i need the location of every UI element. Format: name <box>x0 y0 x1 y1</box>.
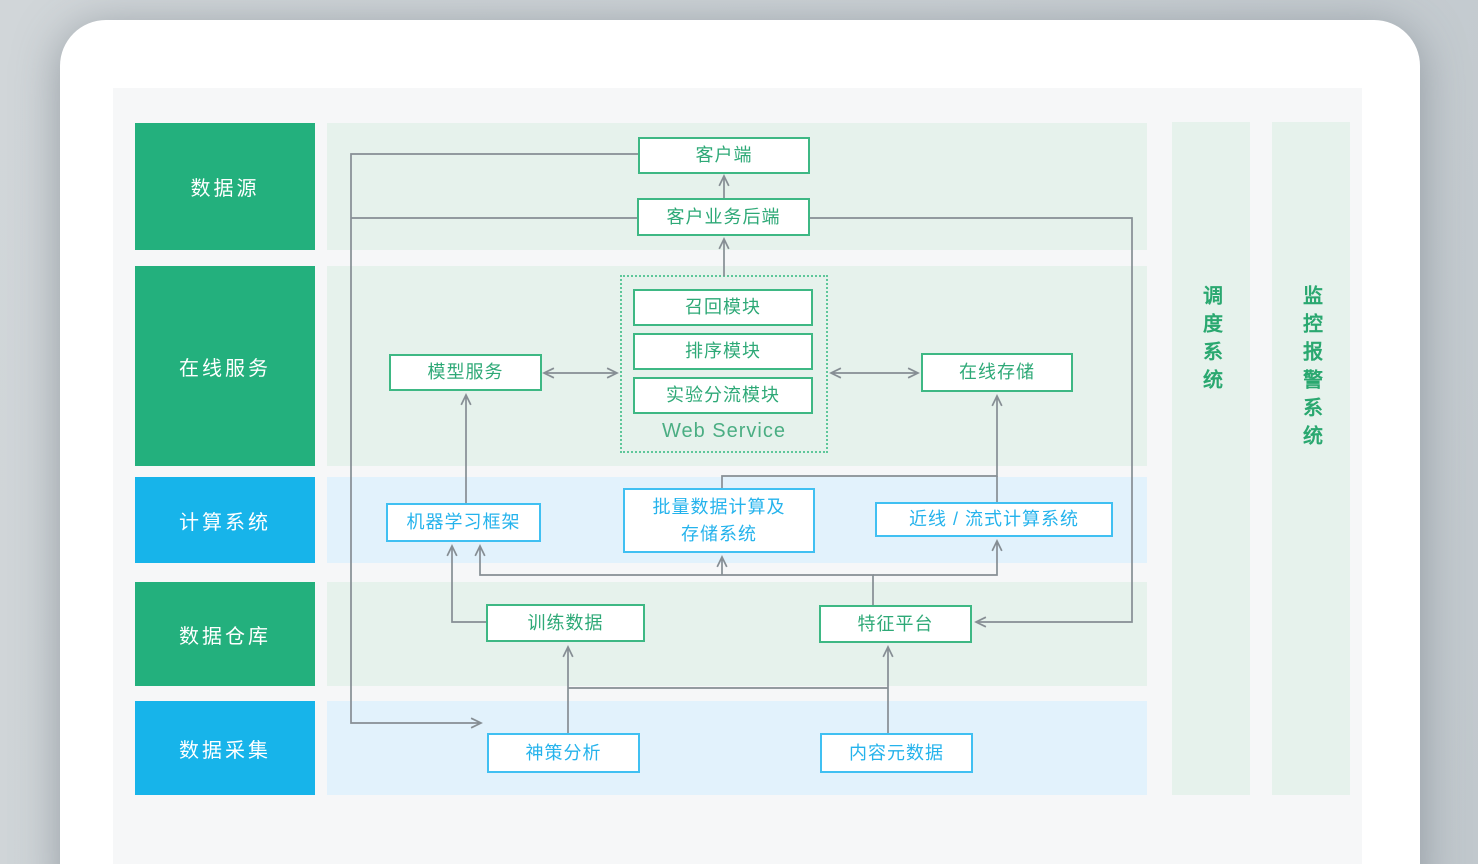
row-label-data-warehouse: 数据仓库 <box>135 582 315 686</box>
side-column-scheduling-system: 调度系统 <box>1172 122 1250 795</box>
node-feature-platform: 特征平台 <box>819 605 972 643</box>
node-recall-module: 召回模块 <box>633 289 813 326</box>
row-label-text: 在线服务 <box>179 357 271 380</box>
row-label-computing-system: 计算系统 <box>135 477 315 563</box>
node-label: 模型服务 <box>427 362 504 383</box>
node-experiment-split-module: 实验分流模块 <box>633 377 813 414</box>
node-training-data: 训练数据 <box>486 604 645 642</box>
node-content-metadata: 内容元数据 <box>820 733 973 773</box>
node-batch-computing-storage: 批量数据计算及 存储系统 <box>623 488 815 553</box>
row-band-data-collection <box>327 701 1147 795</box>
node-client: 客户端 <box>638 137 810 174</box>
node-nearline-streaming: 近线 / 流式计算系统 <box>875 502 1113 537</box>
side-column-monitoring-alert-system: 监控报警系统 <box>1272 122 1350 795</box>
node-ranking-module: 排序模块 <box>633 333 813 370</box>
node-label: 特征平台 <box>857 613 934 634</box>
row-band-data-warehouse <box>327 582 1147 686</box>
node-label: 客户业务后端 <box>666 206 781 227</box>
node-label: 神策分析 <box>525 742 602 763</box>
row-label-text: 数据仓库 <box>179 625 271 648</box>
node-label: 实验分流模块 <box>666 385 780 406</box>
node-sensors-analytics: 神策分析 <box>487 733 640 773</box>
node-label: 内容元数据 <box>849 742 944 763</box>
row-label-text: 计算系统 <box>179 511 271 534</box>
node-label: 排序模块 <box>685 341 761 362</box>
row-label-text: 数据源 <box>190 178 260 200</box>
node-label: 近线 / 流式计算系统 <box>908 509 1079 530</box>
side-column-label: 监控报警系统 <box>1299 285 1322 453</box>
node-ml-framework: 机器学习框架 <box>386 503 541 542</box>
node-label: 机器学习框架 <box>406 512 521 533</box>
web-service-label: Web Service <box>661 420 786 442</box>
side-column-label: 调度系统 <box>1199 285 1222 397</box>
node-label: 客户端 <box>695 145 753 166</box>
row-label-data-source: 数据源 <box>135 123 315 250</box>
node-label: 训练数据 <box>527 612 604 633</box>
node-label: 批量数据计算及 存储系统 <box>652 497 786 544</box>
node-client-backend: 客户业务后端 <box>637 198 810 236</box>
row-label-online-service: 在线服务 <box>135 266 315 466</box>
node-label: 召回模块 <box>685 297 761 318</box>
node-online-storage: 在线存储 <box>921 353 1073 392</box>
row-label-text: 数据采集 <box>179 739 271 762</box>
row-label-data-collection: 数据采集 <box>135 701 315 795</box>
node-model-service: 模型服务 <box>389 354 542 391</box>
node-label: 在线存储 <box>959 362 1035 383</box>
